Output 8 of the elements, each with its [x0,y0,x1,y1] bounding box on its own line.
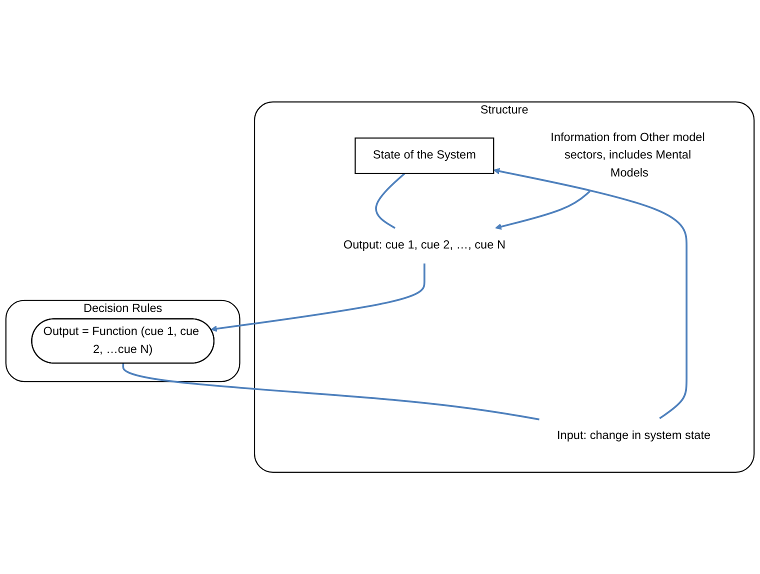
node-text: Output: cue 1, cue 2, …, cue N [343,239,506,252]
node-text: Input: change in system state [557,429,711,442]
arrow [493,168,688,420]
arrow [495,190,590,230]
node-box: State of the System [354,137,494,174]
arrow [210,263,426,332]
connector [375,172,406,229]
node-text: Information from Other model sectors, includes Mental Models [550,131,705,180]
